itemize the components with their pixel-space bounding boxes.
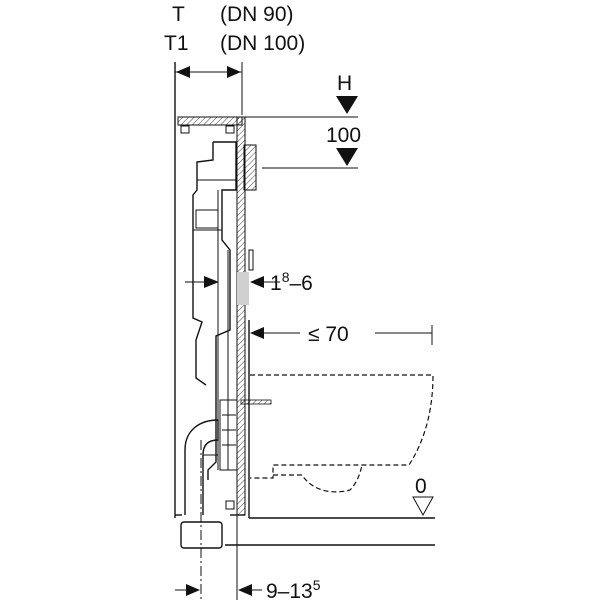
depth-dimension-top <box>174 62 243 518</box>
h-arrow-icon <box>336 96 358 114</box>
floor-level-icon <box>412 496 434 517</box>
label-t: T <box>172 3 185 26</box>
label-floor-level: 0 <box>415 475 427 498</box>
label-t1: T1 <box>164 32 189 55</box>
wc-pan-outline <box>250 374 434 493</box>
label-h: H <box>337 72 352 95</box>
panel-block <box>237 272 249 305</box>
cistern <box>192 141 238 480</box>
fixing-bolt <box>240 399 272 405</box>
label-h-offset: 100 <box>326 124 361 147</box>
label-panel-thickness: 18–6 <box>270 269 313 295</box>
offset-arrow-icon <box>336 148 358 166</box>
label-t-dn: (DN 90) <box>220 3 294 26</box>
label-depth: 9–135 <box>266 577 321 600</box>
label-wall-distance: ≤ 70 <box>308 323 349 346</box>
label-t1-dn: (DN 100) <box>220 32 305 55</box>
flush-plate <box>243 144 257 271</box>
